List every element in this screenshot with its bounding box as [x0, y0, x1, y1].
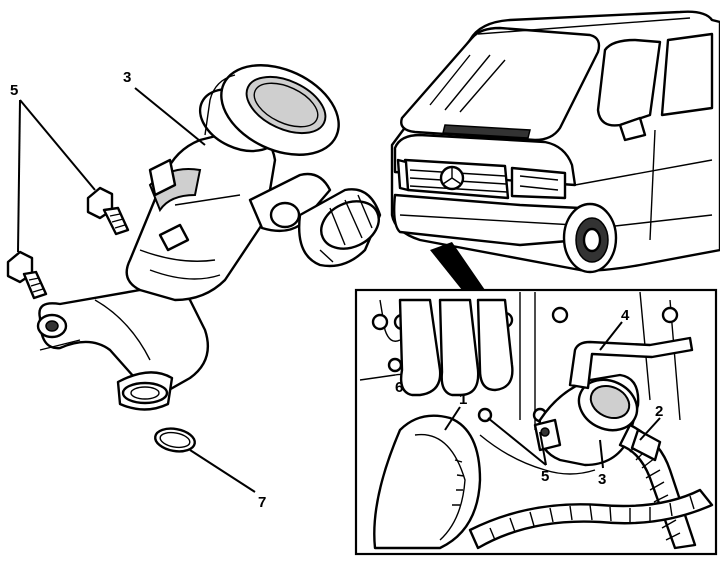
- leader-bolts-2: [17, 99, 21, 253]
- vacuum-connector: [248, 172, 382, 268]
- callout-inset-pulley: 1: [459, 391, 467, 408]
- vacuum-pipe: [568, 336, 694, 390]
- leader-inset-bolts-2: [487, 417, 547, 466]
- egr-valve-body: [125, 128, 277, 302]
- bolt-lower: [6, 250, 48, 300]
- pulley: [373, 414, 482, 550]
- leader-inset-pipe: [599, 321, 623, 351]
- egr-valve-cap: [198, 64, 340, 156]
- leader-valve: [134, 87, 206, 146]
- leader-inset-valve: [599, 439, 604, 469]
- callout-bolts: 5: [10, 82, 18, 99]
- leader-bolts-1: [19, 99, 96, 191]
- intake-manifold: [398, 298, 514, 397]
- van-illustration: [390, 10, 720, 290]
- valve-flange-elbow: [36, 286, 210, 411]
- wire: [479, 434, 596, 475]
- gasket-ring: [154, 427, 196, 453]
- callout-inset-manifold: 6: [395, 379, 403, 396]
- callout-inset-bolts: 5: [541, 468, 549, 485]
- callout-inset-hose: 2: [655, 403, 663, 420]
- leader-inset-pulley: [444, 406, 461, 431]
- leader-inset-hose: [639, 417, 661, 441]
- callout-gasket: 7: [258, 494, 266, 511]
- callout-valve: 3: [123, 69, 131, 86]
- inset-pointer: [430, 242, 485, 290]
- exploded-view: 5 3 7: [6, 64, 382, 511]
- egr-valve-installed: [533, 373, 640, 467]
- bolt-upper: [86, 186, 130, 236]
- leader-inset-bolts-1: [539, 431, 547, 466]
- callout-inset-valve: 3: [598, 471, 606, 488]
- detail-inset: 4 2 3 5 1 6: [354, 288, 718, 556]
- callout-inset-pipe: 4: [621, 307, 630, 324]
- cable-loom: [468, 488, 714, 550]
- leader-gasket: [189, 449, 256, 493]
